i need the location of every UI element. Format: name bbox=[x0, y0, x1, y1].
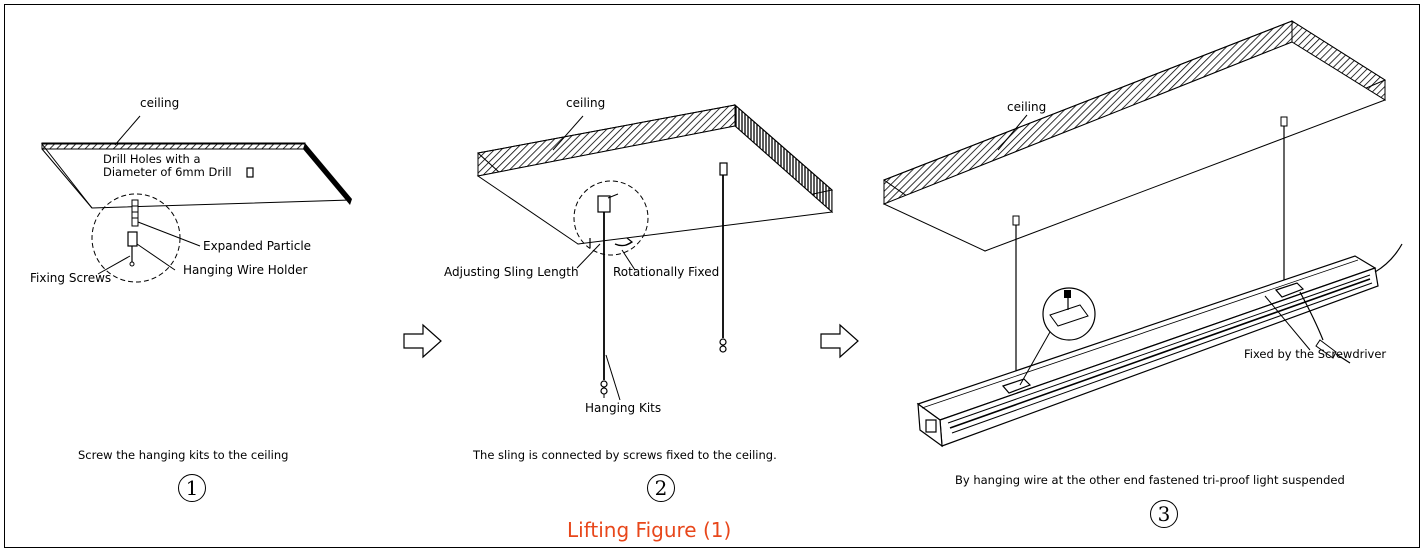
step2-sling-right bbox=[719, 162, 728, 353]
step3-wires bbox=[1012, 116, 1288, 385]
arrow-right-icon bbox=[403, 323, 442, 359]
step1-label-ceiling: ceiling bbox=[140, 96, 180, 110]
step1-holder-leader bbox=[136, 243, 176, 271]
step1-label-drill-line2: Diameter of 6mm Drill bbox=[103, 165, 232, 179]
step2-label-rotationally-fixed: Rotationally Fixed bbox=[613, 265, 720, 279]
step2-label-adjusting-sling-length: Adjusting Sling Length bbox=[444, 265, 579, 279]
step3-label-fixed-by-screwdriver: Fixed by the Screwdriver bbox=[1244, 347, 1387, 361]
step1-label-expanded-particle: Expanded Particle bbox=[203, 239, 312, 253]
step2-ceiling-leader bbox=[552, 115, 584, 151]
step1-wire-holder bbox=[127, 231, 138, 267]
step1-label-hanging-wire-holder: Hanging Wire Holder bbox=[183, 263, 308, 277]
step3-ceiling-slab bbox=[882, 20, 1387, 252]
step2-sling-left bbox=[597, 193, 619, 398]
step2-ceiling-slab bbox=[476, 103, 834, 245]
arrow-right-icon bbox=[820, 323, 859, 359]
step2-label-hanging-kits: Hanging Kits bbox=[585, 401, 662, 415]
figure-title: Lifting Figure (1) bbox=[567, 518, 732, 542]
step3-screwdriver-leader bbox=[1264, 295, 1311, 351]
diagram-frame bbox=[4, 4, 1420, 548]
step2-label-ceiling: ceiling bbox=[566, 96, 606, 110]
tri-proof-light bbox=[916, 243, 1403, 448]
step1-ceiling-leader bbox=[114, 115, 141, 146]
step2-kits-leader bbox=[605, 354, 621, 401]
step3-detail-circle bbox=[1019, 287, 1096, 386]
step2-number: 2 bbox=[647, 474, 675, 502]
step2-detail-circle bbox=[573, 180, 649, 256]
step1-label-fixing-screws: Fixing Screws bbox=[30, 271, 112, 285]
step1-screws-leader bbox=[97, 255, 131, 275]
step1-drill-hole bbox=[246, 167, 254, 178]
step1-label-drill-line1: Drill Holes with a bbox=[103, 152, 201, 166]
step3-label-ceiling: ceiling bbox=[1007, 100, 1047, 114]
step1-caption: Screw the hanging kits to the ceiling bbox=[78, 448, 289, 462]
step3-caption: By hanging wire at the other end fastene… bbox=[955, 473, 1345, 487]
step3-number: 3 bbox=[1150, 500, 1178, 528]
step2-rotation-leader bbox=[621, 249, 636, 271]
step1-expanded-particle bbox=[131, 199, 139, 227]
step3-ceiling-leader bbox=[997, 114, 1028, 151]
step1-expanded-leader bbox=[137, 221, 201, 247]
step2-caption: The sling is connected by screws fixed t… bbox=[473, 448, 777, 462]
step1-ceiling-slab bbox=[40, 142, 352, 209]
step1-number: 1 bbox=[178, 474, 206, 502]
step2-adjust-leader bbox=[576, 243, 601, 269]
